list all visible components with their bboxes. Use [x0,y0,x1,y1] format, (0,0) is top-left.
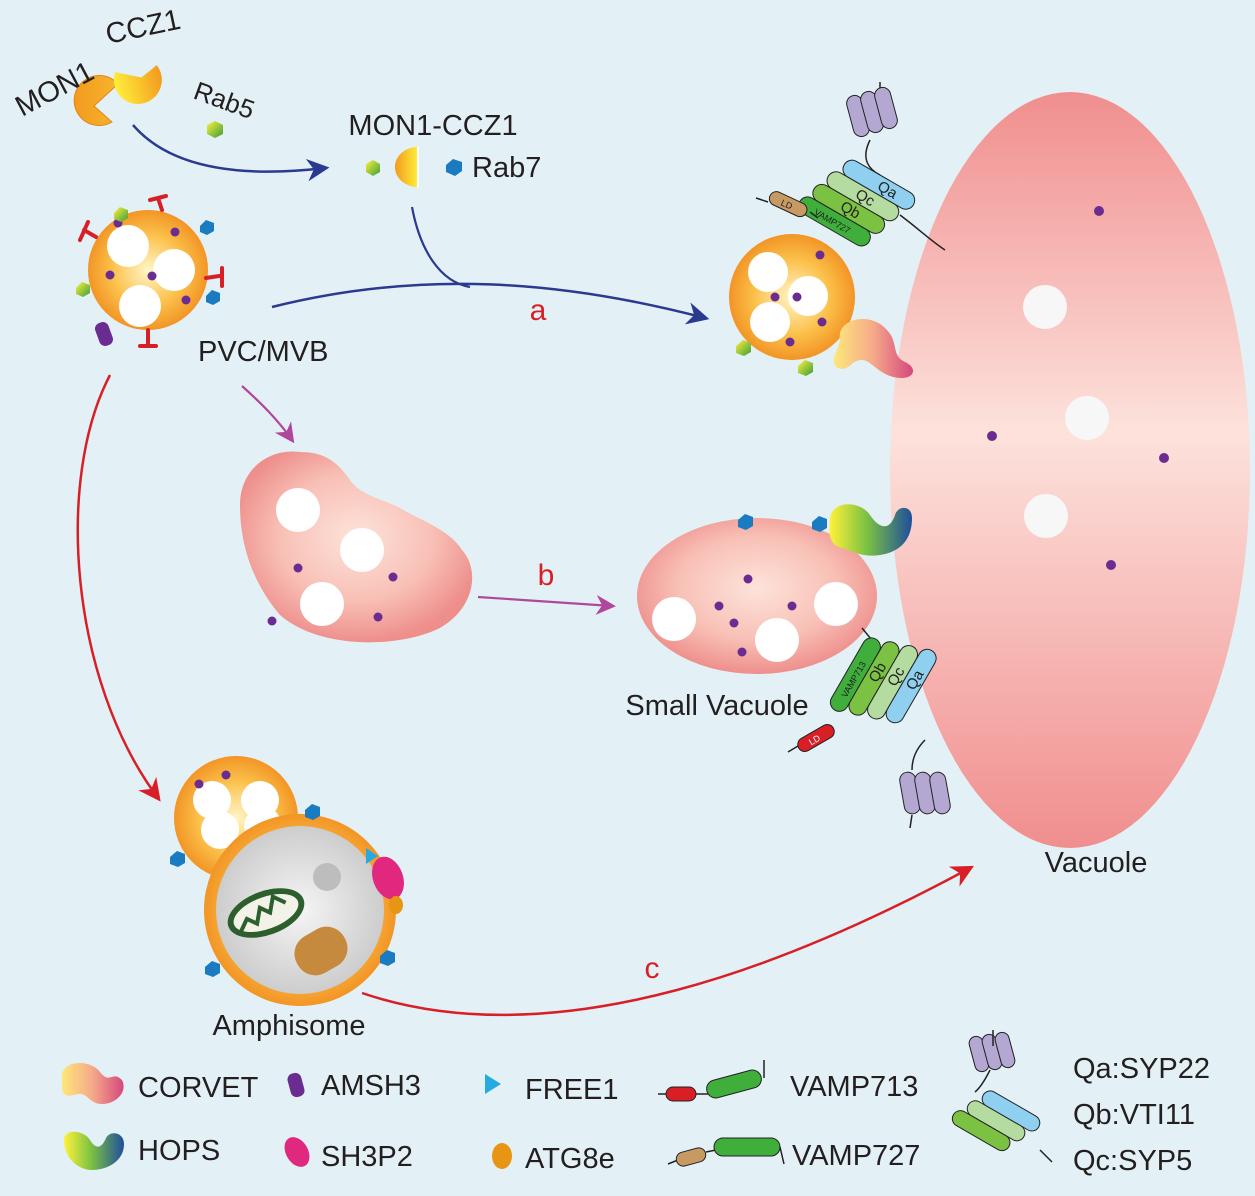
legend-vamp727-label: VAMP727 [792,1140,920,1172]
legend-sh3p2-label: SH3P2 [321,1141,413,1173]
amphisome-formation-arrow [76,374,161,802]
legend-qc-label: Qc:SYP5 [1073,1145,1192,1177]
complex-connector [410,206,471,289]
mon1-protein [73,75,119,126]
legend-atg8e: ATG8e [492,1143,615,1175]
fusing-pvc [729,234,855,376]
rab5-label: Rab5 [190,75,259,124]
rab5-icon [207,121,223,138]
legend-free1: FREE1 [485,1074,618,1106]
pvc-mvb [76,194,224,348]
legend-atg8e-label: ATG8e [525,1143,615,1175]
snare-complex-top: Qa Qc Qb VAMP727 LD [755,82,946,251]
snare-complex-bottom: VAMP713 Qb Qc Qa LD [787,627,951,829]
legend-amsh3: AMSH3 [287,1070,421,1102]
legend-corvet: CORVET [61,1062,259,1104]
legend-qa-label: Qa:SYP22 [1073,1053,1210,1085]
legend-free1-label: FREE1 [525,1074,618,1106]
legend-qb-label: Qb:VTI11 [1073,1099,1195,1131]
activation-arrow [132,124,330,182]
legend: CORVET AMSH3 FREE1 VAMP713 [61,1030,1210,1177]
pathway-a-label: a [530,294,547,327]
pathway-c-label: c [645,952,660,985]
pathway-a-arrow [271,282,710,325]
rab7-label: Rab7 [472,152,541,184]
pvc-mvb-label: PVC/MVB [198,336,329,368]
pathway-c-arrow [361,865,974,1017]
amphisome-label: Amphisome [212,1010,365,1042]
legend-hops-label: HOPS [138,1135,220,1167]
complex-label: MON1-CCZ1 [348,110,517,142]
legend-vamp727: VAMP727 [667,1137,920,1172]
legend-hops: HOPS [64,1131,220,1170]
legend-amsh3-label: AMSH3 [321,1070,421,1102]
mon1-ccz1-complex [366,147,462,187]
legend-vamp713: VAMP713 [658,1060,918,1103]
legend-corvet-label: CORVET [138,1072,259,1104]
vacuole [890,92,1250,848]
pathway-b-arrow [477,595,616,615]
legend-sh3p2: SH3P2 [284,1137,413,1173]
legend-vamp713-label: VAMP713 [790,1071,918,1103]
pathway-b-label: b [538,559,555,592]
hops-tether [829,504,912,556]
ccz1-protein [113,65,162,104]
budding-arrow [241,385,295,444]
small-vacuole-label: Small Vacuole [625,690,808,722]
small-vacuole [637,514,877,674]
amphisome [170,756,404,1006]
corvet-tether [833,318,914,378]
snare-ld-top: LD [779,198,794,212]
ccz1-label: CCZ1 [103,4,184,51]
vacuole-label: Vacuole [1045,847,1148,879]
budding-vacuole [240,451,473,643]
legend-snare: Qa:SYP22 Qb:VTI11 Qc:SYP5 [951,1030,1210,1177]
